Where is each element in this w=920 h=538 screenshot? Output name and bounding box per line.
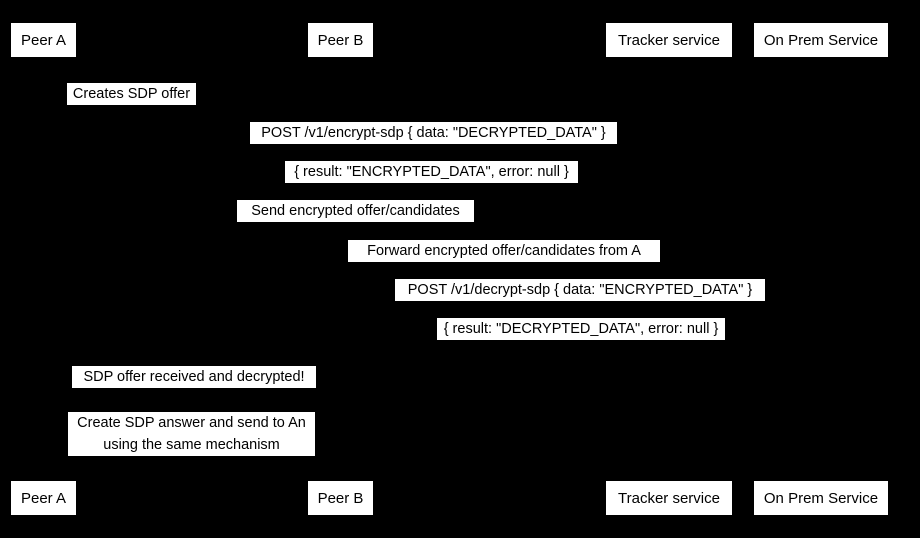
participant-footer-on-prem-service[interactable]: On Prem Service	[753, 480, 889, 516]
message-post-decrypt-sdp: POST /v1/decrypt-sdp { data: "ENCRYPTED_…	[395, 279, 765, 301]
lifeline-peer-a	[43, 58, 44, 480]
message-create-sdp-answer: Create SDP answer and send to An using t…	[68, 412, 315, 456]
message-forward-encrypted-offer: Forward encrypted offer/candidates from …	[348, 240, 660, 262]
message-decrypt-sdp-result: { result: "DECRYPTED_DATA", error: null …	[437, 318, 725, 340]
message-send-encrypted-offer: Send encrypted offer/candidates	[237, 200, 474, 222]
participant-header-tracker-service[interactable]: Tracker service	[605, 22, 733, 58]
participant-header-peer-b[interactable]: Peer B	[307, 22, 374, 58]
participant-footer-peer-a[interactable]: Peer A	[10, 480, 77, 516]
message-creates-sdp-offer: Creates SDP offer	[67, 83, 196, 105]
lifeline-tracker-service	[669, 58, 670, 480]
message-encrypt-sdp-result: { result: "ENCRYPTED_DATA", error: null …	[285, 161, 578, 183]
participant-footer-tracker-service[interactable]: Tracker service	[605, 480, 733, 516]
message-post-encrypt-sdp: POST /v1/encrypt-sdp { data: "DECRYPTED_…	[250, 122, 617, 144]
message-sdp-offer-received: SDP offer received and decrypted!	[72, 366, 316, 388]
participant-header-on-prem-service[interactable]: On Prem Service	[753, 22, 889, 58]
participant-header-peer-a[interactable]: Peer A	[10, 22, 77, 58]
lifeline-peer-b	[340, 58, 341, 480]
participant-footer-peer-b[interactable]: Peer B	[307, 480, 374, 516]
lifeline-on-prem-service	[821, 58, 822, 480]
